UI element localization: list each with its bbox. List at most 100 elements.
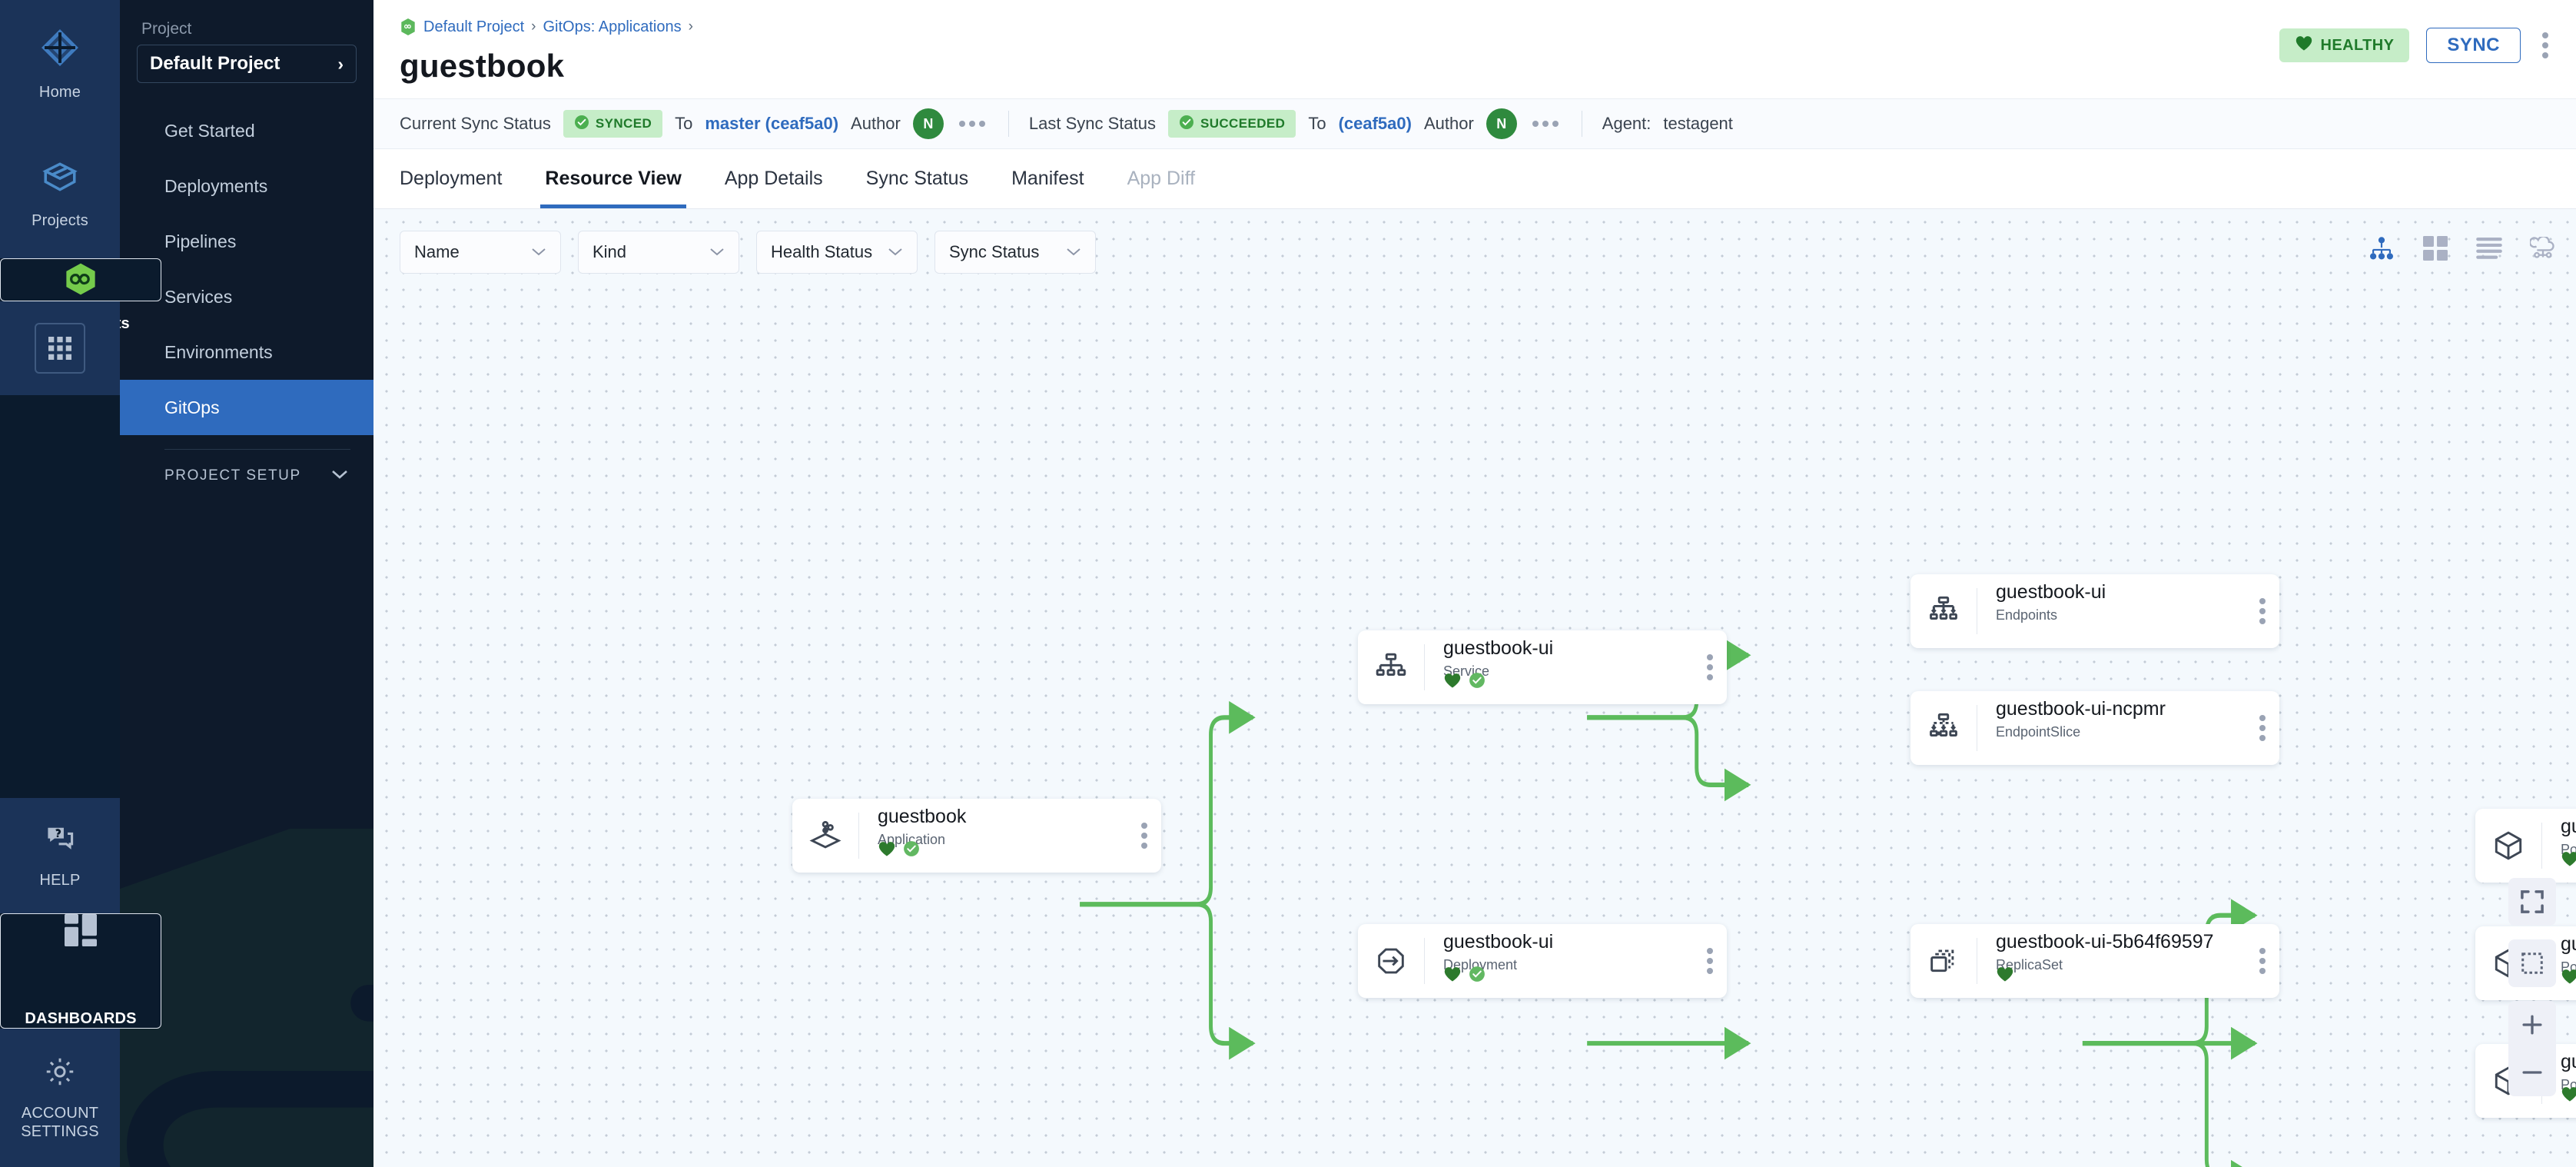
last-sync-revision-link[interactable]: (ceaf5a0) xyxy=(1338,114,1412,133)
fullscreen-icon[interactable] xyxy=(2508,878,2556,926)
sidebar-item-pipelines[interactable]: Pipelines xyxy=(120,214,373,269)
heart-icon xyxy=(878,840,896,861)
current-sync-revision-link[interactable]: master (ceaf5a0) xyxy=(705,114,839,133)
node-name: guestbook-ui-5b64f6959… xyxy=(2561,816,2576,837)
heart-icon xyxy=(2561,850,2576,871)
sync-button[interactable]: SYNC xyxy=(2426,28,2521,63)
node-more-menu-icon[interactable] xyxy=(1141,823,1147,849)
list-view-icon[interactable] xyxy=(2476,235,2502,261)
project-selector-button[interactable]: Default Project › xyxy=(137,45,357,83)
rail-top-group: Home Projects xyxy=(0,0,161,395)
rail-app-switcher-button[interactable] xyxy=(0,301,120,395)
rail-item-account-settings[interactable]: ACCOUNT SETTINGS xyxy=(0,1029,120,1167)
select-region-icon[interactable] xyxy=(2508,939,2556,987)
graph-node-endpointslice[interactable]: guestbook-ui-ncpmr EndpointSlice xyxy=(1910,691,2279,765)
network-view-icon[interactable] xyxy=(2530,235,2556,261)
rail-item-dashboards-label: DASHBOARDS xyxy=(25,1009,137,1027)
status-divider xyxy=(1007,111,1009,137)
node-more-menu-icon[interactable] xyxy=(1707,948,1713,974)
node-name: guestbook-ui-5b64f6959… xyxy=(2561,1052,2576,1072)
node-body: guestbook-ui Deployment xyxy=(1425,924,1727,998)
tab-manifest[interactable]: Manifest xyxy=(1011,167,1084,189)
node-status-chips xyxy=(2561,968,2576,989)
current-sync-author-label: Author xyxy=(851,114,901,133)
node-kind: EndpointSlice xyxy=(1996,723,2081,740)
node-kind: Deployment xyxy=(1443,956,1518,972)
filter-health-status-dropdown[interactable]: Health Status xyxy=(756,231,918,274)
synced-check-icon xyxy=(1469,672,1486,693)
last-sync-author-label: Author xyxy=(1423,114,1474,133)
tab-app-details[interactable]: App Details xyxy=(724,167,823,189)
node-more-menu-icon[interactable] xyxy=(2259,598,2266,624)
graph-node-replicaset[interactable]: guestbook-ui-5b64f69597 ReplicaSet xyxy=(1910,924,2279,998)
filter-health-status-label: Health Status xyxy=(771,242,873,261)
rail-bottom-group: HELP DASHBOARDS ACCOUN xyxy=(0,798,161,1167)
sidebar-item-services[interactable]: Services xyxy=(120,269,373,324)
rail-item-help-label: HELP xyxy=(39,871,81,889)
filter-bar: Name Kind Health Status xyxy=(400,231,1096,274)
current-sync-status-badge: SYNCED xyxy=(563,110,663,138)
chevron-right-icon: › xyxy=(337,53,344,74)
page-title: guestbook xyxy=(400,48,565,84)
node-status-chips xyxy=(1996,966,2014,986)
filter-kind-dropdown[interactable]: Kind xyxy=(578,231,739,274)
graph-node-pod-1[interactable]: guestbook-ui-5b64f6959… Pod xyxy=(2475,809,2576,883)
sidebar-item-get-started[interactable]: Get Started xyxy=(120,103,373,158)
node-divider xyxy=(2541,823,2542,869)
sidebar-item-gitops[interactable]: GitOps xyxy=(120,380,373,435)
zoom-out-icon[interactable] xyxy=(2508,1049,2556,1096)
filter-name-dropdown[interactable]: Name xyxy=(400,231,561,274)
node-more-menu-icon[interactable] xyxy=(1707,654,1713,680)
node-body: guestbook-ui Endpoints xyxy=(1977,574,2279,648)
resource-graph-canvas[interactable]: Name Kind Health Status xyxy=(373,209,2576,1167)
graph-node-application[interactable]: guestbook Application xyxy=(792,799,1161,873)
heart-icon xyxy=(2295,35,2313,56)
node-kind: Service xyxy=(1443,663,1490,679)
sidebar-project-label: Project xyxy=(141,20,192,38)
graph-view-icon[interactable] xyxy=(2369,235,2395,261)
sidebar-item-environments[interactable]: Environments xyxy=(120,324,373,380)
tab-sync-status[interactable]: Sync Status xyxy=(865,167,969,189)
node-body: guestbook-ui-5b64f6959… Pod xyxy=(2542,926,2576,1000)
projects-box-icon xyxy=(41,158,79,201)
sidebar-item-deployments[interactable]: Deployments xyxy=(120,158,373,214)
heart-icon xyxy=(2561,1086,2576,1106)
rail-item-home[interactable]: Home xyxy=(0,0,120,129)
node-name: guestbook-ui-5b64f69597 xyxy=(1996,932,2214,953)
zoom-in-icon[interactable] xyxy=(2508,1001,2556,1049)
breadcrumb-link-gitops-applications[interactable]: GitOps: Applications xyxy=(543,18,682,35)
current-sync-group: Current Sync Status SYNCED To master (ce… xyxy=(400,108,988,139)
graph-node-deployment[interactable]: guestbook-ui Deployment xyxy=(1358,924,1727,998)
node-body: guestbook Application xyxy=(859,799,1161,873)
last-sync-more-icon[interactable] xyxy=(1529,115,1562,133)
node-body: guestbook-ui-ncpmr EndpointSlice xyxy=(1977,691,2279,765)
rail-item-projects-label: Projects xyxy=(32,211,88,229)
tab-resource-view[interactable]: Resource View xyxy=(523,148,702,208)
node-kind: Application xyxy=(878,831,946,847)
node-status-chips xyxy=(1443,672,1486,693)
header-more-menu-icon[interactable] xyxy=(2538,28,2553,63)
grid-view-icon[interactable] xyxy=(2422,235,2448,261)
chevron-down-icon xyxy=(531,244,546,261)
rail-item-deployments[interactable]: Deployments xyxy=(0,258,161,332)
rail-item-dashboards[interactable]: DASHBOARDS xyxy=(0,913,161,1029)
graph-node-endpoints[interactable]: guestbook-ui Endpoints xyxy=(1910,574,2279,648)
sidebar-project-setup[interactable]: PROJECT SETUP xyxy=(120,450,373,502)
edge-app-to-deployment xyxy=(1080,902,1256,1060)
node-more-menu-icon[interactable] xyxy=(2259,948,2266,974)
tab-deployment[interactable]: Deployment xyxy=(400,167,503,189)
current-sync-more-icon[interactable] xyxy=(956,115,988,133)
node-status-chips xyxy=(878,840,920,861)
filter-sync-status-dropdown[interactable]: Sync Status xyxy=(934,231,1096,274)
node-more-menu-icon[interactable] xyxy=(2259,715,2266,741)
breadcrumb-link-default-project[interactable]: Default Project xyxy=(423,18,525,35)
rail-item-help[interactable]: HELP xyxy=(0,798,120,913)
graph-node-service[interactable]: guestbook-ui Service xyxy=(1358,630,1727,704)
gear-icon xyxy=(43,1055,77,1093)
last-sync-to-label: To xyxy=(1308,114,1326,133)
filter-kind-label: Kind xyxy=(593,242,627,261)
node-body: guestbook-ui-5b64f69597 ReplicaSet xyxy=(1977,924,2279,998)
rail-item-projects[interactable]: Projects xyxy=(0,129,120,258)
node-divider xyxy=(1424,938,1425,984)
